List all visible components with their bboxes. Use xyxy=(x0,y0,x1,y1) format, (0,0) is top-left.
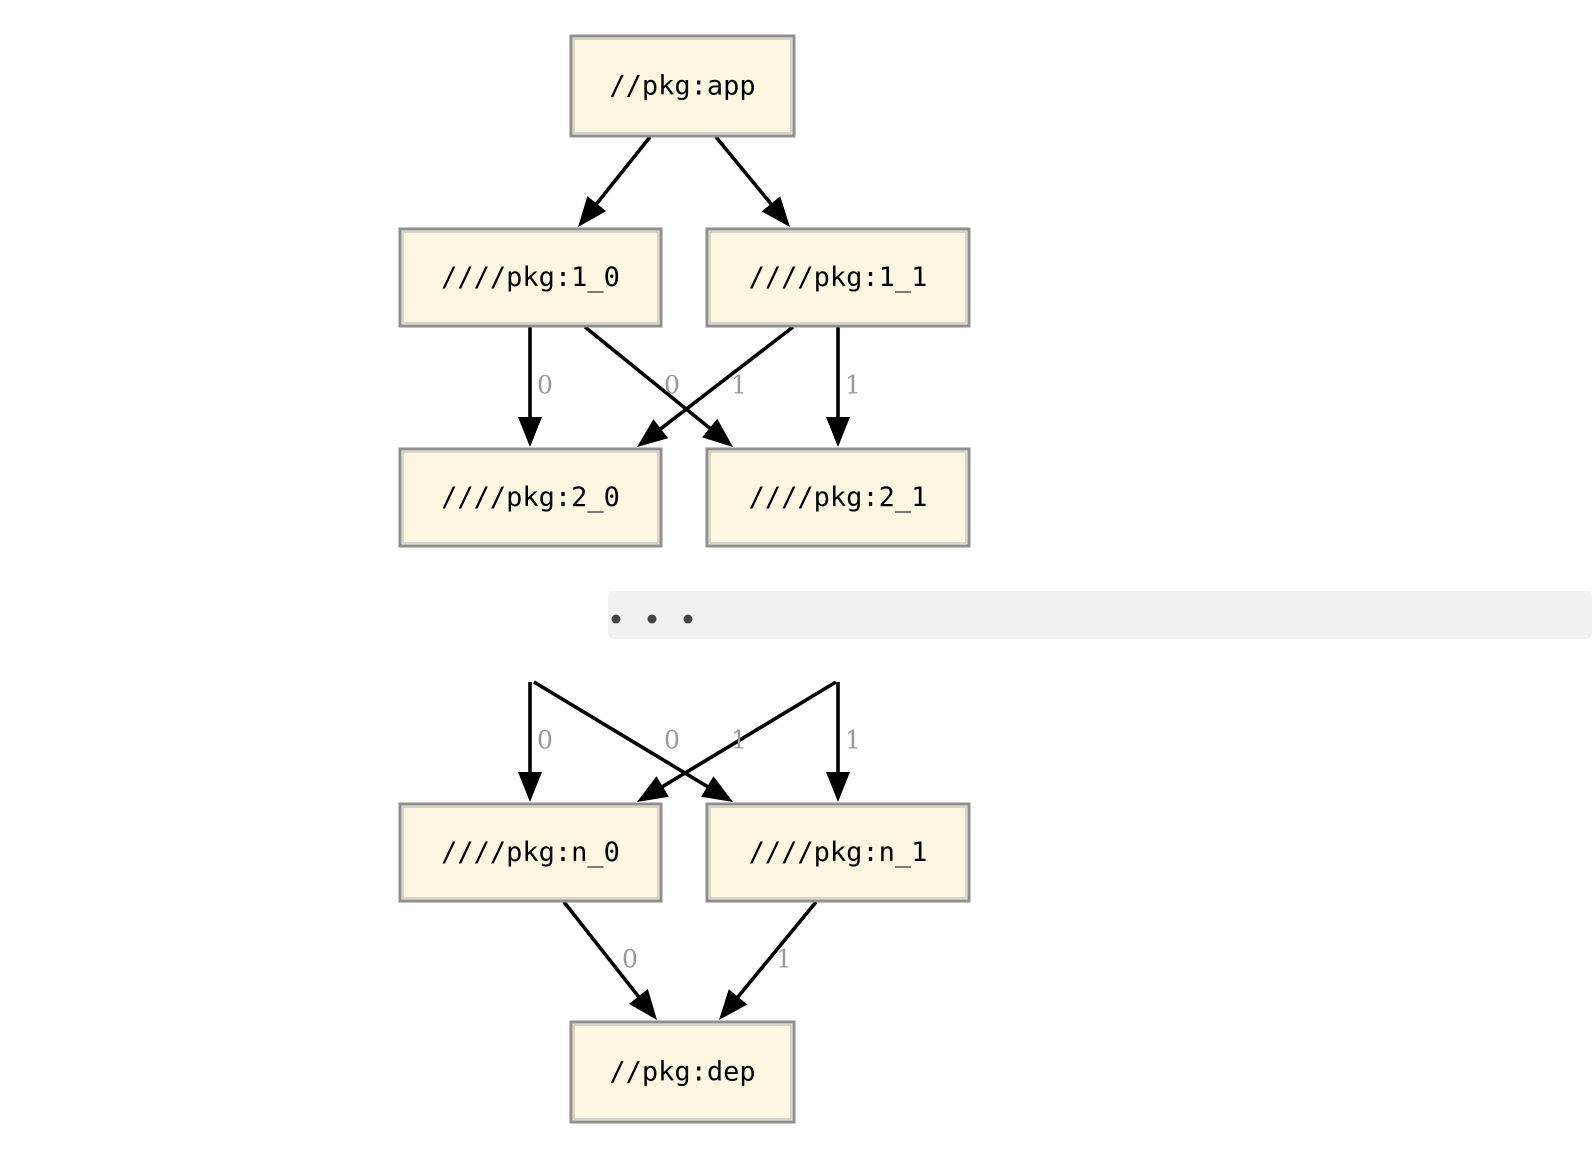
graph-node-nn_1[interactable]: ////pkg:n_1 xyxy=(705,802,971,903)
edge-arrowhead xyxy=(518,772,542,802)
graph-node-n2_0[interactable]: ////pkg:2_0 xyxy=(398,447,663,548)
node-label: //pkg:app xyxy=(609,71,755,102)
edge-arrowhead xyxy=(578,196,607,227)
edge-label: 1 xyxy=(731,371,747,400)
graph-node-app[interactable]: //pkg:app xyxy=(569,34,796,138)
node-box[interactable] xyxy=(705,802,971,903)
edge-arrowhead xyxy=(826,772,850,802)
node-box[interactable] xyxy=(398,227,663,328)
edge-arrowhead xyxy=(629,989,657,1020)
edge-label: 1 xyxy=(845,371,861,400)
graph-edge xyxy=(658,680,837,791)
node-label: ////pkg:n_0 xyxy=(441,837,620,868)
edge-label: 0 xyxy=(664,371,680,400)
truncation-band xyxy=(608,591,1592,639)
edge-arrowhead xyxy=(637,419,669,447)
node-box[interactable] xyxy=(569,1020,796,1124)
node-box[interactable] xyxy=(398,447,663,548)
graph-node-n1_0[interactable]: ////pkg:1_0 xyxy=(398,227,663,328)
node-inner-bevel xyxy=(709,806,967,899)
node-box[interactable] xyxy=(569,34,796,138)
graph-edge xyxy=(533,680,712,791)
edge-arrowhead xyxy=(761,196,790,227)
node-box[interactable] xyxy=(398,802,663,903)
node-box[interactable] xyxy=(705,447,971,548)
node-inner-bevel xyxy=(402,806,659,899)
edge-arrowhead xyxy=(826,417,850,447)
node-inner-bevel xyxy=(402,451,659,544)
node-label: ////pkg:2_0 xyxy=(441,482,620,513)
graph-node-dep[interactable]: //pkg:dep xyxy=(569,1020,796,1124)
graph-edge xyxy=(592,135,652,208)
edge-labels-layer: 0 0 1 1 0 0 1 1 0 1 xyxy=(537,371,861,974)
edge-arrowhead xyxy=(719,989,748,1020)
node-inner-bevel xyxy=(573,38,792,134)
graph-edge xyxy=(734,900,818,1002)
edge-label: 0 xyxy=(664,726,680,755)
node-label: ////pkg:n_1 xyxy=(749,837,928,868)
edge-label: 0 xyxy=(537,726,553,755)
node-label: ////pkg:1_0 xyxy=(441,262,620,293)
node-inner-bevel xyxy=(573,1024,792,1120)
node-box[interactable] xyxy=(705,227,971,328)
ellipsis-dot xyxy=(647,614,657,624)
node-inner-bevel xyxy=(709,451,967,544)
edge-arrowhead xyxy=(637,776,669,802)
graph-node-nn_0[interactable]: ////pkg:n_0 xyxy=(398,802,663,903)
edges-layer xyxy=(518,135,850,1020)
graph-node-n1_1[interactable]: ////pkg:1_1 xyxy=(705,227,971,328)
ellipsis-dot xyxy=(683,614,693,624)
edge-label: 0 xyxy=(622,945,638,974)
ellipsis-dot xyxy=(611,614,621,624)
graph-edge xyxy=(714,135,775,209)
graph-edge xyxy=(656,325,795,433)
edge-arrowhead xyxy=(518,417,542,447)
node-label: ////pkg:1_1 xyxy=(749,262,928,293)
node-inner-bevel xyxy=(709,231,967,324)
edge-label: 1 xyxy=(776,945,792,974)
truncation-band-layer xyxy=(608,591,1592,639)
edge-label: 1 xyxy=(731,726,747,755)
node-inner-bevel xyxy=(402,231,659,324)
nodes-layer: //pkg:app ////pkg:1_0 ////pkg:1_1 ////pkg:2… xyxy=(398,34,971,1124)
graph-node-n2_1[interactable]: ////pkg:2_1 xyxy=(705,447,971,548)
edge-label: 0 xyxy=(537,371,553,400)
graph-edge xyxy=(562,900,643,1001)
edge-arrowhead xyxy=(702,418,733,447)
graph-edge xyxy=(583,325,714,433)
node-label: ////pkg:2_1 xyxy=(749,482,928,513)
edge-label: 1 xyxy=(845,726,861,755)
edge-arrowhead xyxy=(701,776,733,802)
node-label: //pkg:dep xyxy=(609,1057,755,1088)
